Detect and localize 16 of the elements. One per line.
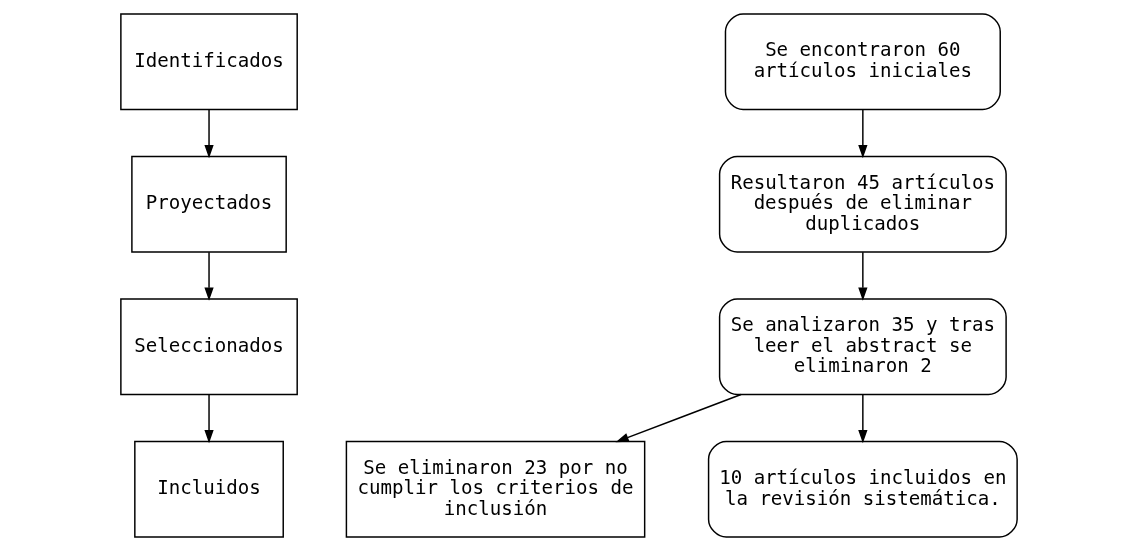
arrow <box>203 108 214 159</box>
node-box: Se encontraron 60 artículos iniciales <box>724 13 1001 111</box>
node-box: 10 artículos incluidos en la revisión sistemática. <box>707 440 1018 538</box>
node-box: Seleccionados <box>119 298 298 396</box>
node-box: Se analizaron 35 y tras leer el abstract se eliminaron 2 <box>718 298 1007 396</box>
node-box: Se eliminaron 23 por no cumplir los criterios de inclusión <box>345 440 645 538</box>
arrow <box>615 393 742 443</box>
node-box: Incluidos <box>133 440 284 538</box>
node-box: Resultaron 45 artículos después de eliminar duplicados <box>718 155 1007 253</box>
arrow <box>857 108 867 159</box>
node-box: Proyectados <box>130 155 287 253</box>
arrow <box>203 251 214 301</box>
arrow <box>857 251 867 301</box>
arrow <box>203 393 214 444</box>
node-box: Identificados <box>119 13 298 111</box>
arrow <box>857 393 867 444</box>
